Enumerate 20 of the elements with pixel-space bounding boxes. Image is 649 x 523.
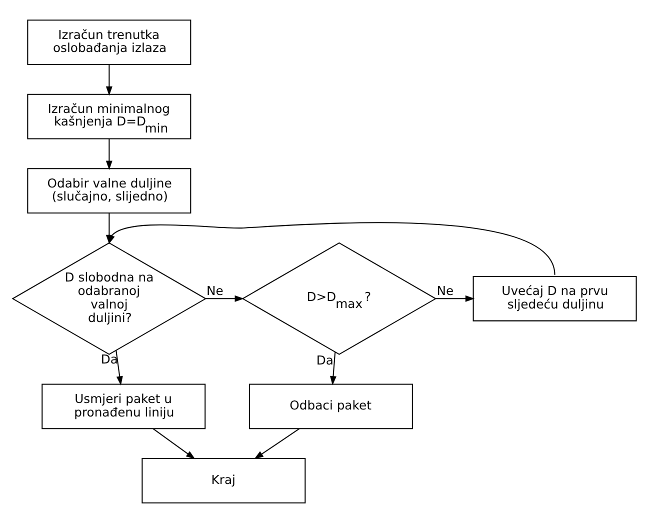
edge-label: Da (316, 354, 334, 368)
arrow (330, 352, 336, 386)
node-box: Odbaci paket (248, 384, 413, 430)
node-diamond: D slobodna na odabranoj valnoj duljini? (12, 242, 207, 355)
arrow (108, 222, 556, 276)
edge-label: Ne (436, 284, 454, 298)
node-box: Usmjeri paket u pronađenu liniju (42, 384, 206, 430)
node-box: Izračun trenutka oslobađanja izlaza (27, 20, 192, 65)
arrow (436, 295, 475, 302)
arrow (106, 64, 112, 96)
node-box: Uvećaj D na prvu sljedeću duljinu (472, 276, 637, 322)
arrow (152, 428, 196, 460)
arrow (106, 138, 112, 170)
node-box: Kraj (142, 458, 306, 504)
edge-label: Ne (206, 284, 224, 298)
arrow (116, 350, 123, 386)
edge-label: Da (100, 352, 118, 367)
node-box: Odabir valne duljine (slučajno, slijedno) (27, 168, 192, 214)
arrow (254, 428, 300, 460)
arrow (206, 295, 244, 302)
